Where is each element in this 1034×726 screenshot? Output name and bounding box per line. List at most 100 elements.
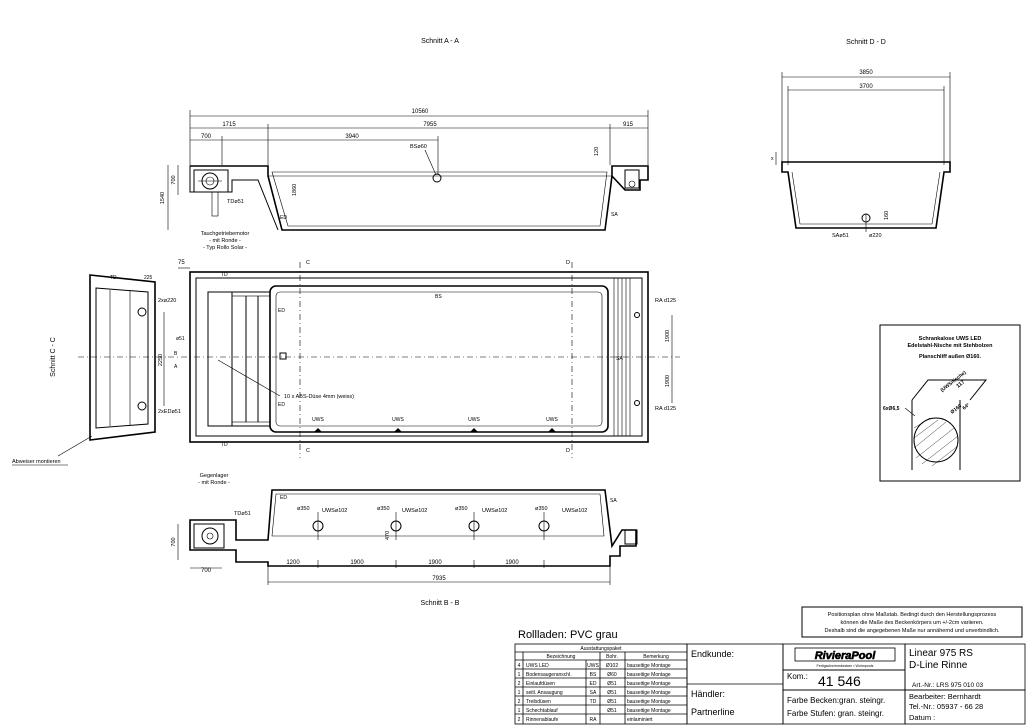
- label-ra2: RA d125: [655, 406, 676, 412]
- dim-1860: 1860: [292, 184, 298, 196]
- dim-cc-2x220: 2xø220: [158, 298, 176, 304]
- gegen-line1: Gegenlager: [200, 473, 229, 479]
- section-title-dd: Schnitt D - D: [846, 39, 886, 46]
- label-d51: ø51: [176, 336, 185, 342]
- row-name: Schechtablauf: [526, 708, 558, 714]
- parts-header-note: Bemerkung: [643, 654, 669, 660]
- product-line1: Linear 975 RS: [909, 648, 973, 659]
- note-line1: Positionsplan ohne Maßstab. Bedingt durc…: [828, 612, 997, 618]
- marker-c-top: C: [306, 260, 310, 266]
- dim-bb-1900b: 1900: [428, 560, 442, 566]
- row-bohr: Ø51: [607, 681, 617, 687]
- table-row: 4 UWS LED UWS Ø102 bauseitige Montage: [515, 663, 687, 670]
- kom-label: Kom.:: [787, 672, 808, 681]
- dim-plan-1900a: 1900: [665, 330, 671, 342]
- detail-117: 117: [956, 379, 967, 389]
- row-name: seitl. Ansaugung: [526, 690, 563, 696]
- table-row: 2 Einlaufdüsen ED Ø51 bauseitige Montage: [515, 681, 687, 688]
- row-code: BS: [590, 672, 597, 678]
- label-bb-uws1: UWSø102: [322, 508, 347, 514]
- dim-bb-7935: 7935: [432, 576, 446, 582]
- label-b1: B: [174, 351, 178, 357]
- dim-bb-1900c: 1900: [505, 560, 519, 566]
- label-cc-td: TD: [110, 275, 117, 281]
- row-note: bauseitige Montage: [627, 663, 671, 669]
- dim-1540: 1540: [160, 192, 166, 204]
- note-line3: Deshalb sind die angegebenen Maße nur an…: [825, 628, 1000, 634]
- dim-120: 120: [594, 147, 600, 156]
- row-code: UWS: [587, 663, 599, 669]
- row-bohr: Ø102: [606, 663, 618, 669]
- detail-uws-box: Schrankalose UWS LED Edelstahl-Nische mi…: [879, 324, 1021, 482]
- dim-7955: 7955: [423, 122, 437, 128]
- detail-line3: Planschliff außen Ø160.: [919, 354, 982, 360]
- row-bohr: Ø51: [607, 690, 617, 696]
- table-row: 1 seitl. Ansaugung SA Ø51 bauseitige Mon…: [515, 690, 687, 697]
- note-line2: können die Maße des Beckenkörpers um +/-…: [841, 620, 984, 626]
- row-code: ED: [590, 681, 597, 687]
- row-code: RA: [590, 717, 598, 723]
- product-line2: D-Line Rinne: [909, 660, 968, 671]
- label-bb-sa: SA: [610, 498, 617, 504]
- dim-915: 915: [623, 122, 634, 128]
- row-qty: 2: [518, 717, 521, 723]
- gegen-line2: - mit Ronde -: [198, 480, 230, 486]
- farbe-stufen: Farbe Stufen: gran. steingr.: [787, 709, 884, 718]
- row-qty: 2: [518, 681, 521, 687]
- label-dd-220: ø220: [869, 233, 882, 239]
- dim-1715: 1715: [222, 122, 236, 128]
- plan-view: 75 C C D D TD TD BS ED ED: [168, 260, 680, 458]
- parts-title: Ausstattungspaket: [580, 646, 622, 652]
- dim-cc-2xed: 2xEDø51: [158, 409, 181, 415]
- detail-line1: Schrankalose UWS LED: [919, 336, 982, 342]
- brand-tagline: Fertigschwimmbecken • Wohnpools: [817, 664, 874, 668]
- kom-value: 41 546: [818, 673, 861, 689]
- row-name: Bodensaugeranschl.: [526, 672, 572, 678]
- row-note: bauseitige Montage: [627, 672, 671, 678]
- disclaimer-note: Positionsplan ohne Maßstab. Bedingt durc…: [801, 606, 1023, 638]
- row-code: SA: [590, 690, 597, 696]
- section-title-cc: Schnitt C - C: [50, 337, 57, 377]
- row-bohr: Ø60: [607, 672, 617, 678]
- product-art: Art.-Nr.: LRS 975 010 03: [912, 682, 984, 689]
- dim-dd-160: 160: [884, 211, 890, 220]
- label-bb-uws3: UWSø102: [482, 508, 507, 514]
- dim-bb-700v: 700: [171, 537, 177, 546]
- marker-d-top: D: [566, 260, 570, 266]
- label-bb-ed: ED: [280, 495, 287, 501]
- dim-dd-outer: 3850: [859, 70, 873, 76]
- label-dd-sa: SAø51: [832, 233, 849, 239]
- farbe-becken: Farbe Becken:gran. steingr.: [787, 696, 885, 705]
- dim-overall: 10560: [412, 109, 429, 115]
- row-name: UWS LED: [526, 663, 549, 669]
- motor-line3: - Typ Rollo Solar -: [203, 245, 247, 251]
- label-ed1-plan: ED: [278, 308, 285, 314]
- label-bs-plan: BS: [435, 294, 442, 300]
- row-note: bauseitige Montage: [627, 708, 671, 714]
- label-bb-uws4: UWSø102: [562, 508, 587, 514]
- row-bohr: Ø51: [607, 699, 617, 705]
- section-aa-drawing: 10560 1715 7955 915 700 3940 BSø60 120 1…: [160, 109, 649, 251]
- label-tds-aa: TDø51: [227, 199, 244, 205]
- row-bohr: Ø51: [607, 708, 617, 714]
- rollladen-label: Rollladen: PVC grau: [518, 629, 618, 641]
- dim-plan-1900b: 1900: [665, 375, 671, 387]
- label-uws1: UWS: [312, 417, 324, 423]
- customer-block: Endkunde: Händler: Partnerline: [686, 643, 784, 725]
- table-row: 2 Rinnenablaufe RA einlaminiert: [518, 717, 654, 723]
- label-uws4: UWS: [546, 417, 558, 423]
- detail-64: 64°: [962, 402, 972, 411]
- dim-bb-470: 470: [385, 531, 391, 540]
- label-bb-uws2: UWSø102: [402, 508, 427, 514]
- label-td-top: TD: [221, 272, 228, 278]
- label-bs-aa: BSø60: [410, 144, 427, 150]
- label-a1: A: [174, 364, 178, 370]
- dim-cc-225: 225: [144, 275, 153, 281]
- parts-header-name: Bezeichnung: [547, 654, 576, 660]
- brand-name: RivieraPool: [815, 650, 876, 662]
- label-abweiser: Abweiser montieren: [12, 459, 61, 465]
- dim-dd-x: x: [771, 156, 774, 162]
- haendler-label: Händler:: [691, 689, 725, 699]
- section-title-bb: Schnitt B - B: [421, 600, 460, 607]
